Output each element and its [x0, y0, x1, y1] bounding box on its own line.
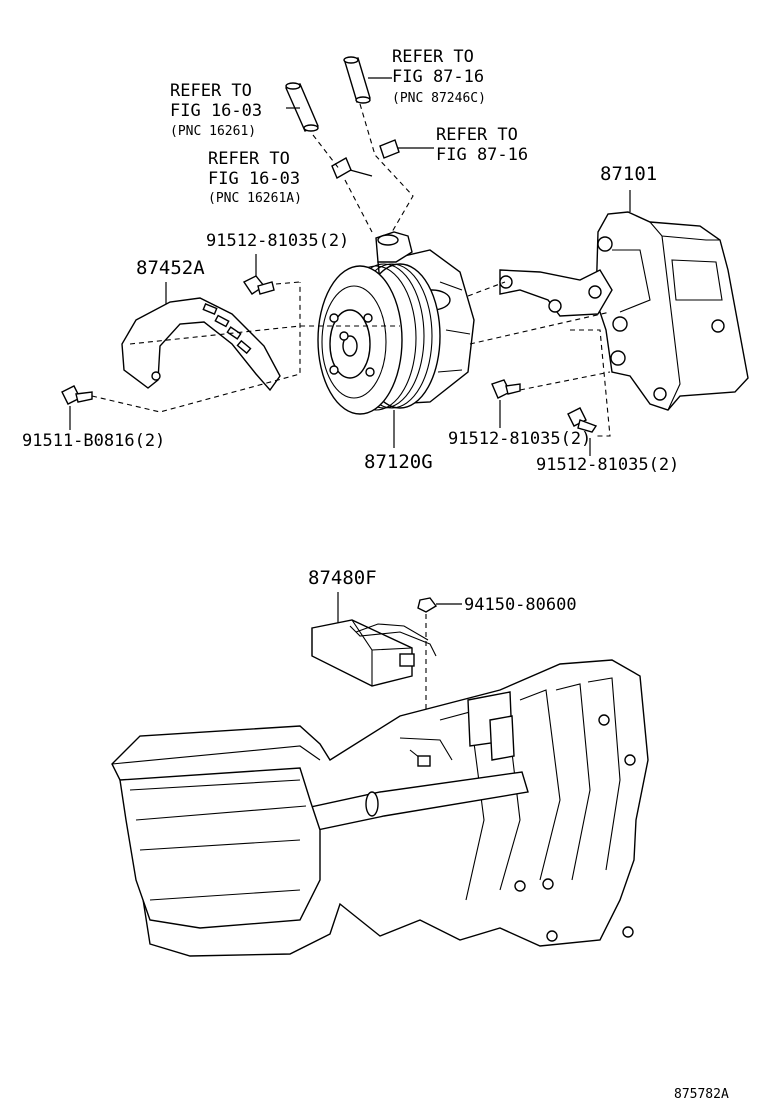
part-label-94150: 94150-80600: [464, 595, 577, 615]
compressor-87120g: [317, 231, 475, 415]
bolt-91512-c: [567, 407, 598, 433]
cover-87452a: [121, 297, 281, 392]
hose-end-suction: [285, 82, 319, 132]
callout-line1: REFER TO: [170, 81, 252, 101]
callout-line1: REFER TO: [208, 149, 290, 169]
part-label-87452a: 87452A: [136, 257, 205, 279]
callout-refer-fig-16-03-top: REFER TO FIG 16-03 (PNC 16261): [170, 81, 262, 139]
bolt-91512-a: [242, 275, 275, 295]
part-label-91512-c: 91512-81035(2): [536, 455, 679, 475]
engine-assembly: [111, 659, 649, 957]
part-label-91512-b: 91512-81035(2): [448, 429, 591, 449]
callout-line1: REFER TO: [436, 125, 518, 145]
o-ring-right: [379, 139, 434, 159]
part-label-91511: 91511-B0816(2): [22, 431, 165, 451]
figure-id: 875782A: [674, 1087, 729, 1102]
callout-line2: FIG 87-16: [436, 145, 528, 165]
callout-pnc: (PNC 16261): [170, 124, 256, 139]
callout-refer-fig-16-03-mid: REFER TO FIG 16-03 (PNC 16261A): [208, 149, 302, 206]
part-label-87120g: 87120G: [364, 451, 433, 473]
callout-line2: FIG 16-03: [170, 101, 262, 121]
module-87480f: [311, 619, 437, 687]
bolt-91511: [61, 385, 93, 405]
part-label-91512-a: 91512-81035(2): [206, 231, 349, 251]
bracket-87101: [499, 211, 749, 411]
nut-94150: [417, 597, 438, 613]
callout-line1: REFER TO: [392, 47, 474, 67]
part-label-87480f: 87480F: [308, 567, 377, 589]
callout-refer-fig-87-16-mid: REFER TO FIG 87-16: [436, 125, 528, 165]
callout-pnc: (PNC 87246C): [392, 91, 486, 106]
callout-pnc: (PNC 16261A): [208, 191, 302, 206]
callout-refer-fig-87-16-top: REFER TO FIG 87-16 (PNC 87246C): [392, 47, 486, 106]
bolt-91512-b: [491, 379, 521, 399]
part-label-87101: 87101: [600, 163, 657, 185]
callout-line2: FIG 16-03: [208, 169, 300, 189]
hose-end-discharge: [343, 56, 392, 104]
o-ring-left: [331, 156, 373, 180]
callout-line2: FIG 87-16: [392, 67, 484, 87]
